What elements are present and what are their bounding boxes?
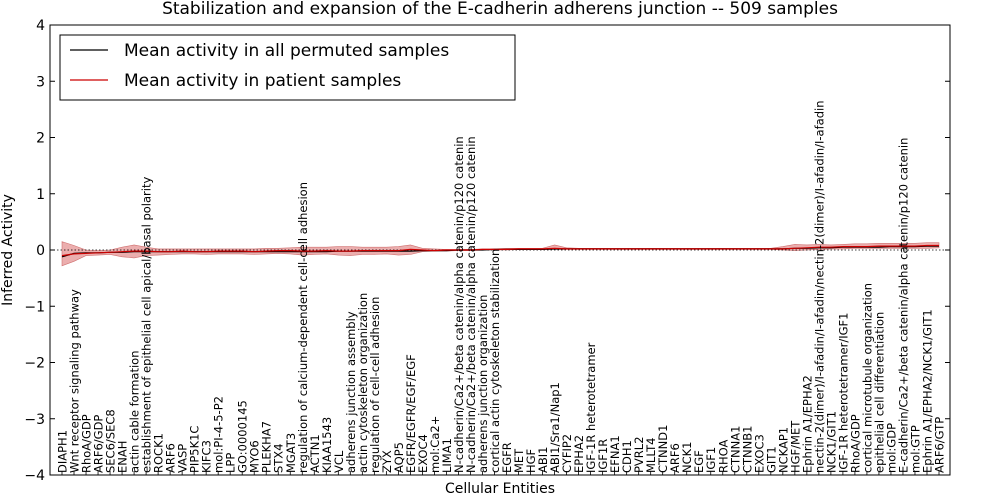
x-tick-label: EGF [692, 450, 706, 473]
x-tick-label: NCK1 [680, 442, 694, 474]
x-tick-label: adherens junction assembly [344, 311, 358, 473]
x-tick-label: PLEKHA7 [260, 421, 274, 473]
x-tick-label: establishment of epithelial cell apical/… [140, 177, 154, 473]
legend-label-permuted: Mean activity in all permuted samples [124, 41, 449, 61]
x-tick-label: ARF6 [164, 443, 178, 473]
x-tick-label: PVRL2 [632, 436, 646, 473]
x-tick-label: IGF1 [704, 447, 718, 473]
x-tick-label: N-cadherin/Ca2+/beta catenin/alpha caten… [452, 136, 466, 473]
y-tick-label: 0 [36, 243, 45, 259]
x-tick-label: Ephrin A1/EPHA2 [800, 375, 814, 473]
x-tick-label: actin cable formation [128, 350, 142, 473]
x-tick-label: RHOA [716, 440, 730, 473]
x-tick-label: EFNA1 [608, 435, 622, 473]
x-tick-label: ABI1 [536, 447, 550, 473]
x-tick-label: MGAT3 [284, 433, 298, 473]
x-tick-label: ROCK1 [152, 433, 166, 473]
x-tick-label: mol:GTP [908, 425, 922, 473]
x-tick-label: CTNNA1 [728, 426, 742, 473]
y-tick-label: 1 [36, 187, 45, 203]
x-tick-label: EGFR/EGFR/EGF/EGF [404, 354, 418, 473]
x-tick-label: cortical microtubule organization [860, 283, 874, 473]
x-tick-label: EXOC4 [416, 434, 430, 473]
x-tick-label: MET [512, 448, 526, 473]
x-tick-label: SEC6/SEC8 [104, 409, 118, 473]
x-tick-label: Wnt receptor signaling pathway [68, 289, 82, 473]
x-tick-label: DIAPH1 [56, 430, 70, 473]
x-tick-label: IGF-1R heterotetramer [584, 342, 598, 473]
x-tick-label: regulation of cell-cell adhesion [368, 297, 382, 473]
x-tick-label: HGF/MET [788, 420, 802, 473]
x-tick-label: CTNNB1 [740, 426, 754, 473]
confidence-band [61, 241, 940, 267]
y-tick-label: 3 [36, 74, 45, 90]
x-tick-label: RhoA/GDP [80, 414, 94, 473]
x-tick-label: nectin-2(dimer)/I-afadin/I-afadin/nectin… [812, 101, 826, 473]
x-tick-label: mol:GDP [884, 423, 898, 473]
x-tick-label: ENAH [116, 441, 130, 473]
legend-box [59, 34, 516, 101]
x-tick-label: mol:Ca2+ [428, 416, 442, 473]
x-tick-label: AQP5 [392, 442, 406, 473]
x-tick-label: N-cadherin/Ca2+/beta catenin/alpha caten… [464, 136, 478, 473]
x-tick-label: EPHA2 [572, 435, 586, 473]
x-tick-label: GIT1 [764, 446, 778, 473]
x-tick-label: actin cytoskeleton organization [356, 293, 370, 473]
legend: Mean activity in all permuted samples Me… [59, 34, 516, 101]
x-axis-label: Cellular Entities [445, 481, 555, 497]
x-tick-label: STX4 [272, 443, 286, 473]
x-tick-label: GO:0000145 [236, 400, 250, 473]
y-axis-label: Inferred Activity [0, 194, 16, 306]
x-tick-label: IGF-1R heterotetramer/IGF1 [836, 313, 850, 473]
y-axis: −4 −3 −2 −1 0 1 2 3 4 [24, 18, 950, 484]
x-tick-label: adherens junction organization [476, 295, 490, 473]
x-tick-label: E-cadherin/Ca2+/beta catenin/alpha caten… [896, 138, 910, 473]
x-tick-label: PIP5K1C [188, 426, 202, 473]
x-tick-label: KIAA1543 [320, 417, 334, 473]
y-tick-label: −4 [24, 468, 45, 484]
y-tick-label: −2 [24, 356, 45, 372]
x-tick-label: VASP [176, 444, 190, 473]
x-tick-label: ARF6/GTP [933, 417, 947, 473]
x-tick-label: MYO6 [248, 440, 262, 473]
x-tick-label: LIMA1 [440, 438, 454, 473]
x-tick-label: IGF1R [596, 439, 610, 473]
y-tick-label: 2 [36, 131, 45, 147]
x-tick-label: ABI1/Sra1/Nap1 [548, 382, 562, 473]
y-tick-label: 4 [36, 18, 45, 34]
x-tick-label: CDH1 [620, 440, 634, 473]
x-tick-label: NCKAP1 [776, 427, 790, 473]
x-tick-label: LPP [224, 453, 238, 473]
x-tick-label: ZYX [380, 450, 394, 473]
x-tick-label: epithelial cell differentiation [872, 312, 886, 473]
x-tick-label: mol:PI-4-5-P2 [212, 396, 226, 473]
x-tick-label: ACTN1 [308, 434, 322, 473]
series-line-patient [61, 244, 939, 257]
x-tick-label: KIFC3 [200, 440, 214, 473]
x-tick-label: cortical actin cytoskeleton stabilizatio… [488, 249, 502, 473]
x-tick-label: EGFR [500, 442, 514, 473]
x-tick-label: CTNND1 [656, 425, 670, 473]
y-tick-label: −3 [24, 412, 45, 428]
x-tick-label: RhoA/GDP [848, 414, 862, 473]
x-tick-label: EXOC3 [752, 434, 766, 473]
x-tick-label: regulation of calcium-dependent cell-cel… [296, 182, 310, 473]
chart-title: Stabilization and expansion of the E-cad… [162, 0, 838, 19]
x-tick-label: NCK1/GIT1 [824, 411, 838, 473]
x-tick-label: Ephrin A1/EPHA2/NCK1/GIT1 [920, 309, 934, 473]
x-tick-label: HGF [524, 449, 538, 473]
y-tick-label: −1 [24, 299, 45, 315]
x-tick-label: ARF6 [668, 443, 682, 473]
legend-label-patient: Mean activity in patient samples [124, 71, 401, 91]
x-tick-label: MLLT4 [644, 438, 658, 474]
x-tick-label: ARF6/GDP [92, 415, 106, 473]
x-tick-label: CYFIP2 [560, 434, 574, 473]
x-tick-label: VCL [332, 450, 346, 473]
